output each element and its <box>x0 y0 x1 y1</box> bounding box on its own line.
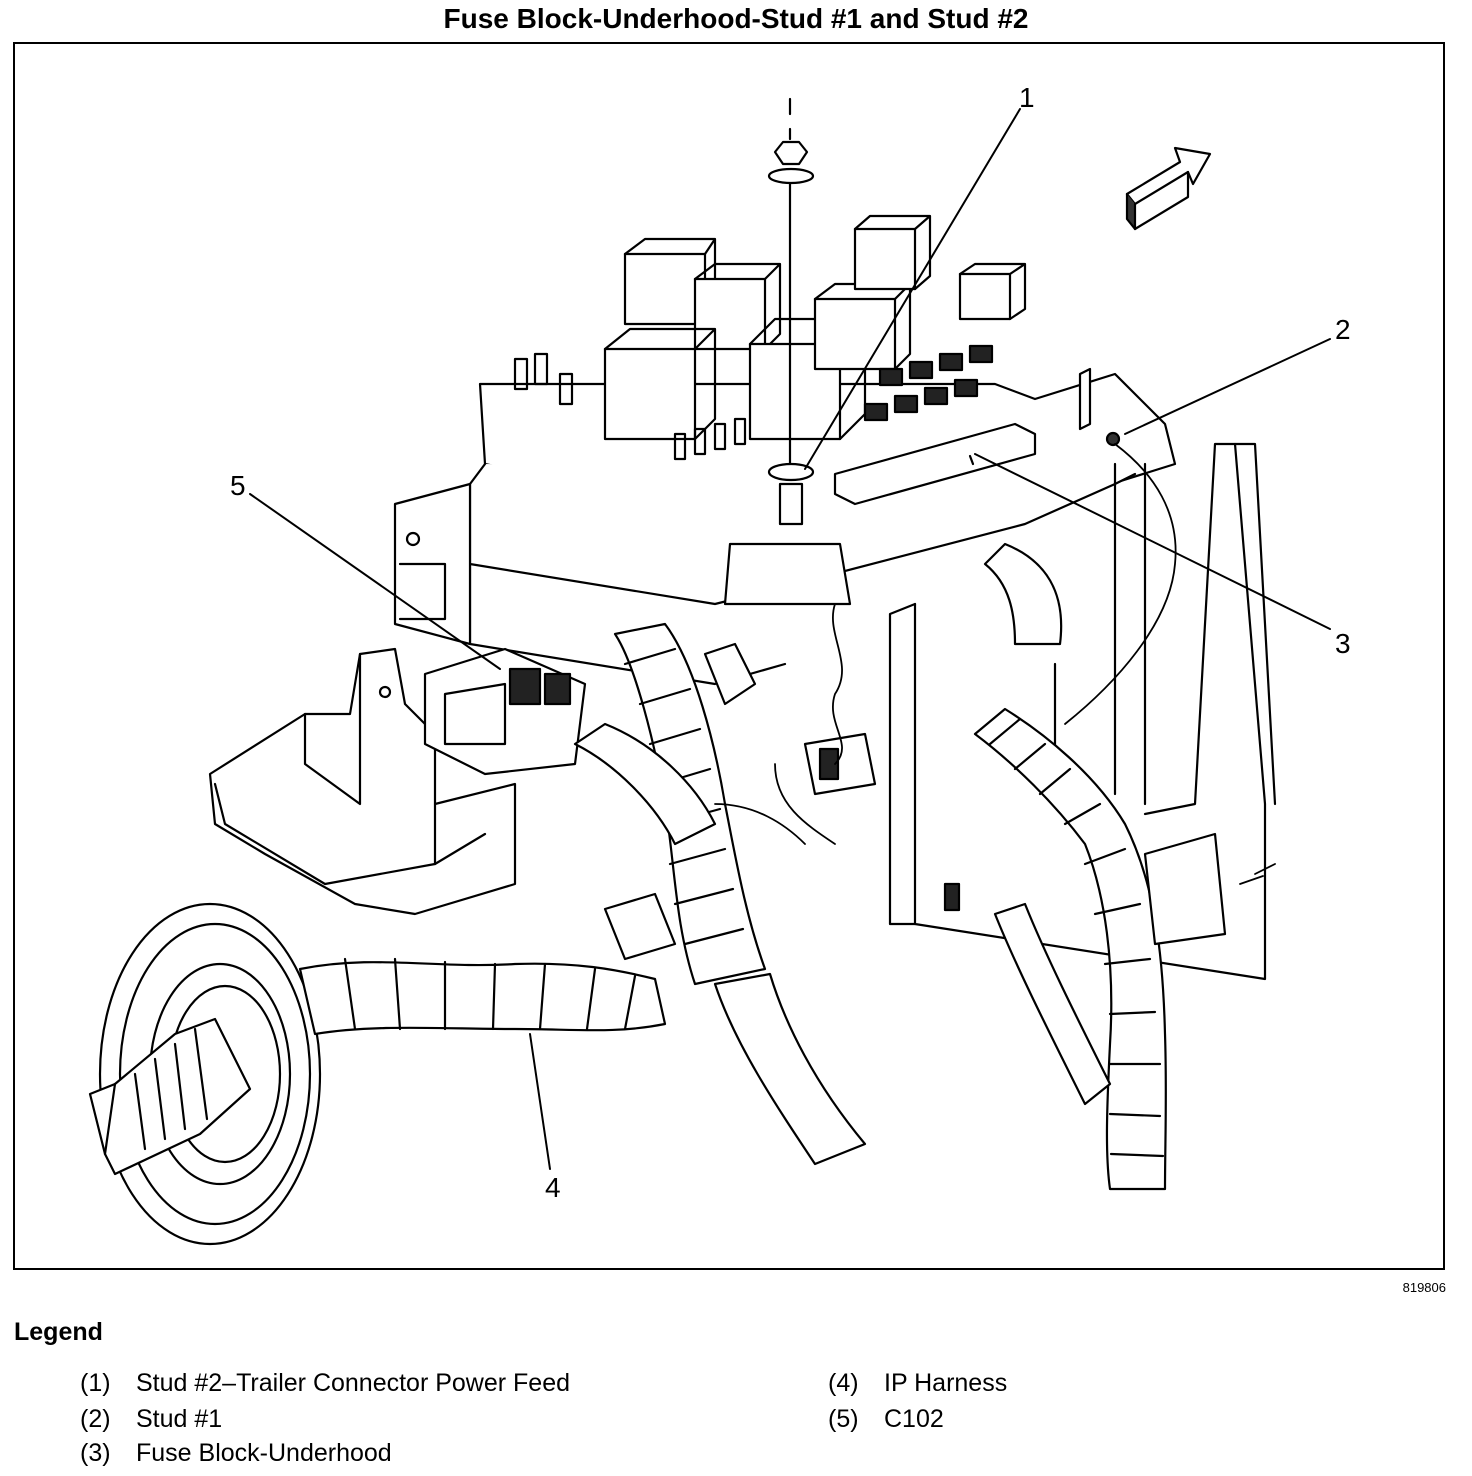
stud-nut-icon <box>723 97 852 606</box>
leader-lines <box>249 108 1331 1170</box>
legend-text: Stud #2–Trailer Connector Power Feed <box>136 1369 571 1397</box>
callout-4: 4 <box>545 1172 561 1203</box>
legend-item-3: (3) Fuse Block-Underhood <box>80 1438 392 1468</box>
legend-num: (1) <box>80 1369 111 1397</box>
legend-text: IP Harness <box>884 1369 1008 1397</box>
callout-5: 5 <box>230 470 246 501</box>
legend-item-4: (4) IP Harness <box>828 1368 1007 1398</box>
legend-text: Stud #1 <box>136 1405 223 1433</box>
fuse-block-illustration <box>88 97 1331 1246</box>
terminal-connector <box>703 642 877 796</box>
callout-2: 2 <box>1335 314 1351 345</box>
legend-text: C102 <box>884 1405 944 1433</box>
legend-num: (2) <box>80 1405 111 1433</box>
ip-harness <box>298 542 1227 1191</box>
mounting-bracket <box>208 647 517 916</box>
harness-grommet <box>88 902 322 1246</box>
legend-num: (5) <box>828 1405 859 1433</box>
legend-item-5: (5) C102 <box>828 1404 944 1434</box>
legend-num: (4) <box>828 1369 859 1397</box>
legend-heading: Legend <box>14 1318 103 1346</box>
diagram-title: Fuse Block-Underhood-Stud #1 and Stud #2 <box>443 3 1029 34</box>
fuse-block-housing <box>393 214 1177 686</box>
callout-3: 3 <box>1335 628 1351 659</box>
figure-id: 819806 <box>1402 1280 1446 1295</box>
direction-arrow-icon <box>1125 146 1212 231</box>
wire-leads <box>714 443 1276 885</box>
legend-num: (3) <box>80 1439 111 1467</box>
legend-item-2: (2) Stud #1 <box>80 1404 222 1434</box>
legend-text: Fuse Block-Underhood <box>136 1439 392 1467</box>
diagram-frame: 1 2 3 4 5 <box>13 42 1445 1270</box>
c102-connector <box>423 647 587 776</box>
callout-1: 1 <box>1019 82 1035 113</box>
legend-item-1: (1) Stud #2–Trailer Connector Power Feed <box>80 1368 570 1398</box>
